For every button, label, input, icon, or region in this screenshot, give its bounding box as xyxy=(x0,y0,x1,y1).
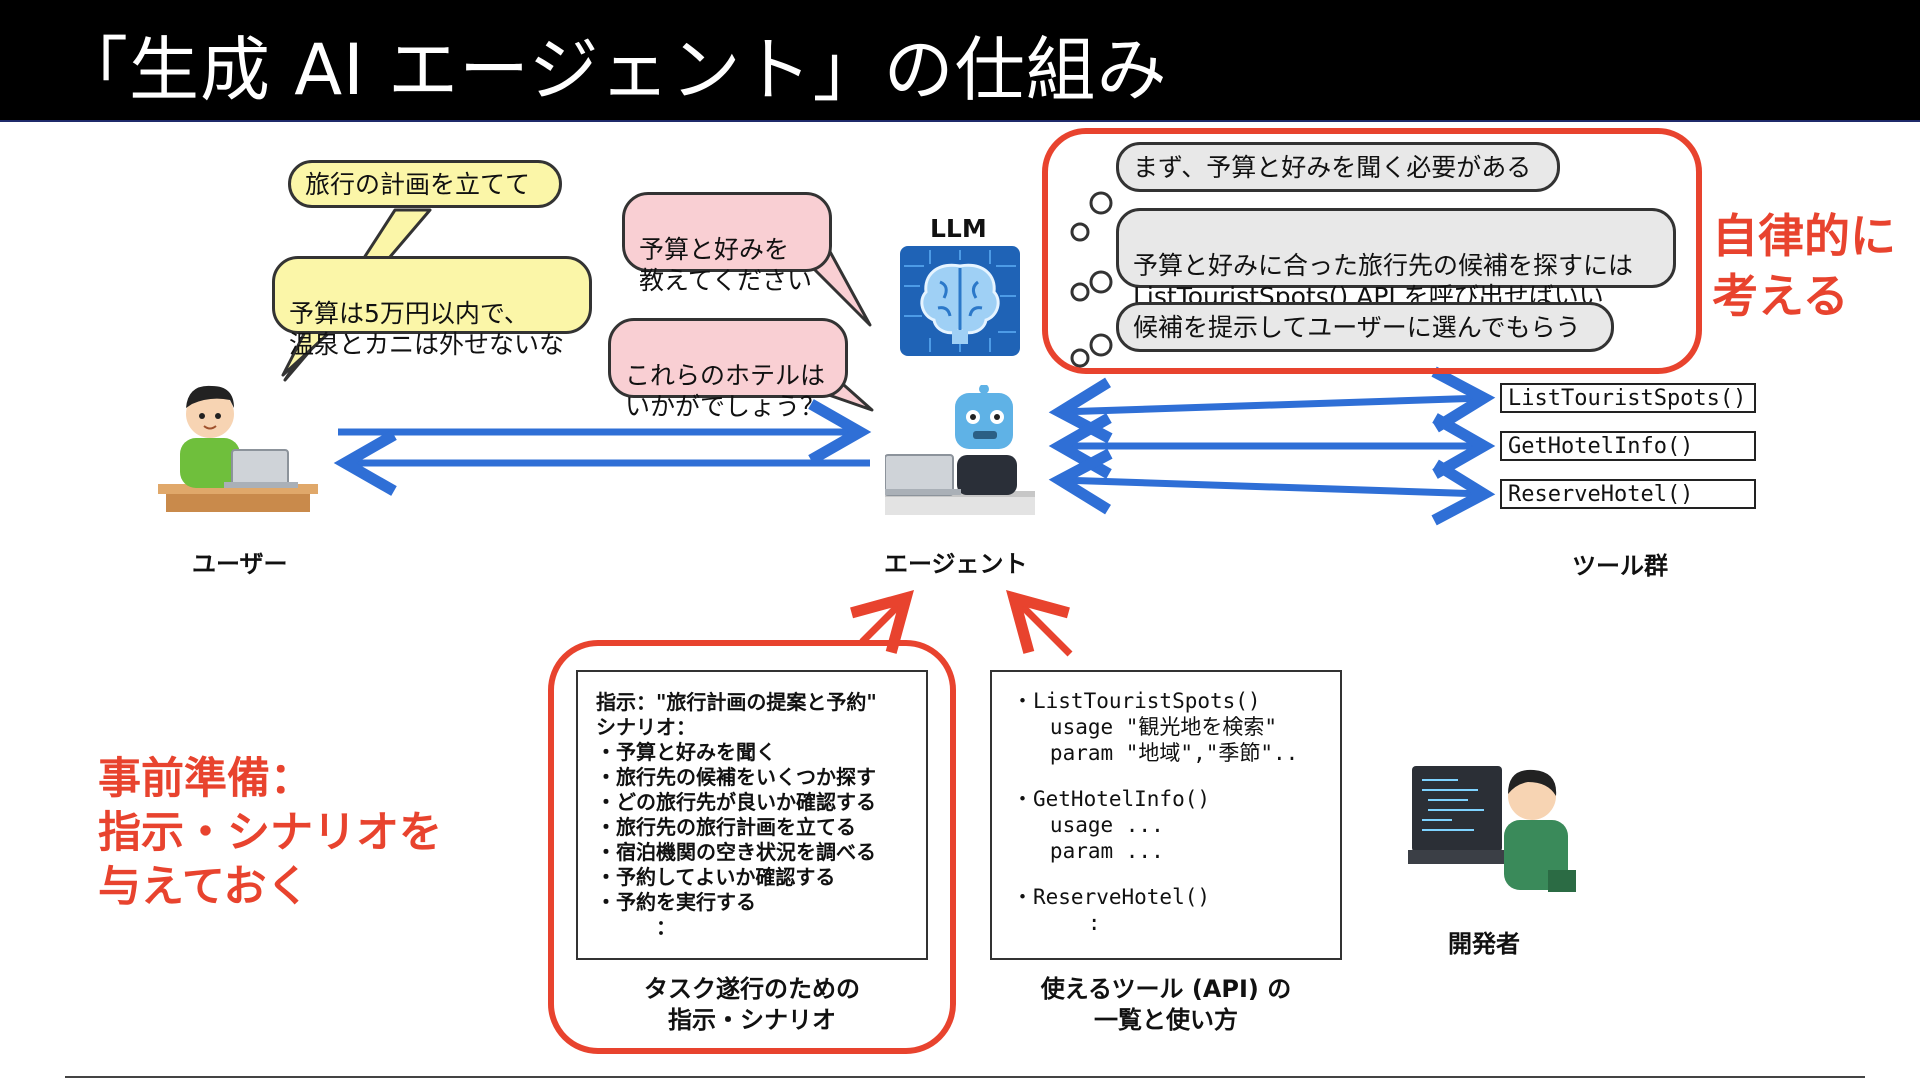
agent-bubble-ask-text: 予算と好みを 教えてください xyxy=(639,235,813,295)
developer-illustration xyxy=(1408,766,1576,892)
user-label: ユーザー xyxy=(192,550,288,578)
instructions-caption: タスク遂行のための 指示・シナリオ xyxy=(644,975,860,1034)
api-line: usage ... xyxy=(1012,813,1164,837)
agent-bubble-ask: 予算と好みを 教えてください xyxy=(622,192,832,295)
instruction-line: シナリオ： xyxy=(596,715,696,739)
thought-bubble-2: 予算と好みに合った旅行先の候補を探すには ListTouristSpots() … xyxy=(1116,208,1676,311)
thought-bubble-3: 候補を提示してユーザーに選んでもらう xyxy=(1116,302,1614,352)
agent-label: エージェント xyxy=(884,550,1028,578)
user-bubble-budget-text: 予算は5万円以内で、 温泉とカニは外せないな xyxy=(289,299,565,359)
autonomous-thinking-box xyxy=(1042,128,1702,374)
instruction-line: ・予算と好みを聞く xyxy=(596,740,776,764)
tool-reserve-hotel: ReserveHotel() xyxy=(1500,479,1756,509)
llm-label: LLM xyxy=(930,214,987,243)
thought-bubble-3-text: 候補を提示してユーザーに選んでもらう xyxy=(1133,313,1581,342)
instruction-line: ・どの旅行先が良いか確認する xyxy=(596,790,876,814)
preparation-label: 事前準備： 指示・シナリオを 与えておく xyxy=(98,754,442,912)
instruction-line: ・予約してよいか確認する xyxy=(596,865,836,889)
instructions-panel: 指示："旅行計画の提案と予約" シナリオ： ・予算と好みを聞く ・旅行先の候補を… xyxy=(576,670,928,960)
api-line xyxy=(1012,864,1320,884)
bottom-divider xyxy=(65,1076,1865,1078)
llm-brain-icon xyxy=(900,246,1020,356)
agent-bubble-hotels: これらのホテルは いかがでしょう？ xyxy=(608,318,848,421)
thought-bubble-1-text: まず、予算と好みを聞く必要がある xyxy=(1133,153,1532,182)
instruction-line: ： xyxy=(596,915,676,939)
agent-bubble-hotels-text: これらのホテルは いかがでしょう？ xyxy=(625,361,826,421)
api-line: param "地域","季節".. xyxy=(1012,741,1299,765)
api-line xyxy=(1012,766,1320,786)
instructions-highlight xyxy=(548,640,956,1054)
developer-label: 開発者 xyxy=(1448,930,1520,958)
agent-robot-illustration xyxy=(885,385,1035,515)
api-line: param ... xyxy=(1012,839,1164,863)
instruction-line: ・予約を実行する xyxy=(596,890,756,914)
user-bubble-plan-text: 旅行の計画を立てて xyxy=(305,170,531,199)
autonomous-label: 自律的に 考える xyxy=(1712,209,1896,323)
api-list-panel: ・ListTouristSpots() usage "観光地を検索" param… xyxy=(990,670,1342,960)
user-bubble-budget: 予算は5万円以内で、 温泉とカニは外せないな xyxy=(272,256,592,359)
api-line: ・ListTouristSpots() xyxy=(1012,689,1261,713)
tool-get-hotel-info: GetHotelInfo() xyxy=(1500,431,1756,461)
api-line: : xyxy=(1012,911,1101,935)
instruction-line: ・旅行先の旅行計画を立てる xyxy=(596,815,856,839)
arrow-api-to-agent xyxy=(1006,590,1073,657)
instruction-line: ・宿泊機関の空き状況を調べる xyxy=(596,840,876,864)
arrow-agent-tool-1 xyxy=(1048,366,1496,444)
user-illustration xyxy=(158,385,318,512)
tool-list-tourist-spots: ListTouristSpots() xyxy=(1500,383,1756,413)
arrow-instructions-to-agent xyxy=(850,590,914,654)
api-line: ・ReserveHotel() xyxy=(1012,885,1211,909)
api-list-caption: 使えるツール (API) の 一覧と使い方 xyxy=(1040,975,1292,1034)
arrow-agent-tool-3 xyxy=(1048,448,1496,526)
api-line: ・GetHotelInfo() xyxy=(1012,787,1211,811)
instruction-line: 指示："旅行計画の提案と予約" xyxy=(596,690,877,714)
title-bar: 「生成 AI エージェント」の仕組み xyxy=(0,0,1920,122)
thought-bubble-1: まず、予算と好みを聞く必要がある xyxy=(1116,142,1560,192)
page-title: 「生成 AI エージェント」の仕組み xyxy=(58,29,1168,111)
api-line: usage "観光地を検索" xyxy=(1012,715,1278,739)
tools-label: ツール群 xyxy=(1572,552,1668,580)
user-bubble-plan: 旅行の計画を立てて xyxy=(288,160,562,208)
instruction-line: ・旅行先の候補をいくつか探す xyxy=(596,765,876,789)
